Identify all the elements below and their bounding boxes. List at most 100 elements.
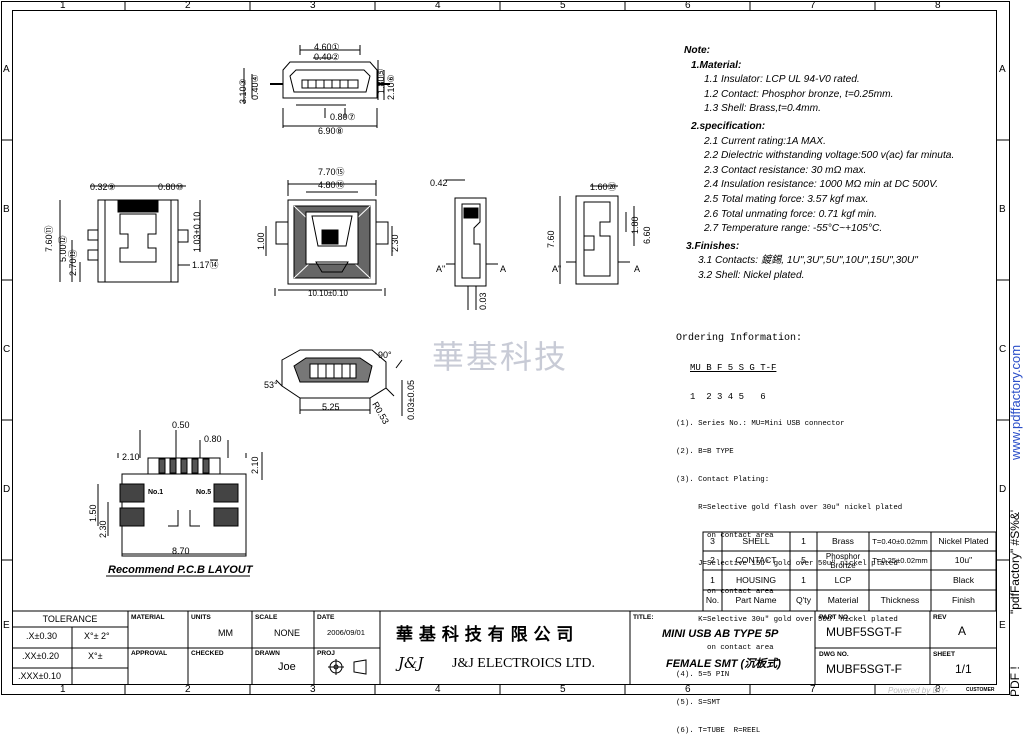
- finish-title: 3.Finishes:: [686, 240, 740, 252]
- dwg-no-value: MUBF5SGT-F: [826, 662, 903, 676]
- grid-row-d-right: D: [999, 484, 1007, 495]
- grid-row-c: C: [3, 344, 11, 355]
- bom-header: Material: [827, 595, 859, 605]
- customer-label: CUSTOMER: [966, 687, 995, 693]
- rev-label: REV: [933, 614, 947, 621]
- ordering-line: (2). B=B TYPE: [676, 448, 734, 457]
- pcb-layout-label: Recommend P.C.B LAYOUT: [108, 564, 253, 576]
- drawing-title-1: MINI USB AB TYPE 5P: [662, 628, 779, 640]
- dim-side-4: 5.00⑫: [58, 235, 68, 262]
- rev-value: A: [958, 624, 967, 638]
- bom-cell: T=0.25±0.02mm: [872, 556, 928, 565]
- pad-label-1: No.1: [148, 489, 163, 496]
- dim-front-7: 0.80⑦: [330, 112, 356, 122]
- ordering-line: on contact area: [676, 531, 774, 540]
- spec-5: 2.5 Total mating force: 3.57 kgf max.: [704, 193, 869, 205]
- dim-pcb-5: 1.50: [88, 504, 98, 522]
- bom-cell: Nickel Plated: [938, 536, 989, 546]
- material-title: 1.Material:: [691, 59, 742, 71]
- projection-symbol-icon: [328, 659, 367, 675]
- grid-col-8-bottom: 8: [935, 684, 941, 695]
- dwg-no-label: DWG NO.: [819, 651, 849, 658]
- grid-col-4-bottom: 4: [435, 684, 441, 695]
- material-label: MATERIAL: [131, 614, 165, 621]
- scale-value: NONE: [274, 628, 301, 638]
- watermark-text: 華基科技: [432, 338, 569, 376]
- dim-pcb-2: 0.80: [204, 434, 222, 444]
- grid-col-5-bottom: 5: [560, 684, 566, 695]
- sheet-value: 1/1: [955, 662, 972, 676]
- dim-iso-4: R0.53: [370, 400, 391, 426]
- bom-cell: 3: [710, 536, 715, 546]
- dim-front-2: 0.40②: [314, 52, 340, 62]
- dim-iso-2: 53°: [264, 380, 278, 390]
- date-value: 2006/09/01: [327, 628, 366, 637]
- dim-top-2: 4.80⑯: [318, 180, 345, 190]
- ordering-title: Ordering Information:: [676, 332, 803, 344]
- ordering-line: R=Selective gold flash over 30u" nickel …: [676, 504, 903, 513]
- dim-pcb-1: 0.50: [172, 420, 190, 430]
- title-label: TITLE:: [633, 614, 654, 621]
- ordering-code: MU B F 5 S G T-F: [690, 363, 777, 374]
- bom-cell: CONTACT: [735, 555, 777, 565]
- section-view-b: [559, 185, 635, 285]
- dim-sect-4: A: [500, 264, 506, 274]
- bom-cell: Brass: [832, 536, 854, 546]
- dimension-labels: 4.60① 0.40② 3.10③ 0.40④ 1.80⑤ 2.10⑥ 0.80…: [44, 42, 652, 556]
- drawn-label: DRAWN: [255, 650, 280, 657]
- ordering-info: Ordering Information: MU B F 5 S G T-F 1…: [676, 313, 902, 746]
- dim-iso-1: 90°: [378, 350, 392, 360]
- dim-sect2-3: 1.80: [630, 216, 640, 234]
- bom-cell: Phosphor Bronze: [825, 551, 861, 570]
- notes-block: Note: 1.Material: 1.1 Insulator: LCP UL …: [684, 44, 954, 284]
- grid-col-3-bottom: 3: [310, 684, 316, 695]
- ordering-line: (4). 5=5 PIN: [676, 671, 730, 680]
- tol-3: .XX±0.20: [22, 651, 59, 661]
- top-view: [265, 180, 393, 296]
- bom-cell: T=0.40±0.02mm: [872, 537, 928, 546]
- spec-3: 2.3 Contact resistance: 30 mΩ max.: [704, 164, 867, 176]
- dim-front-1: 4.60①: [314, 42, 340, 52]
- dim-sect-2: 0.03: [478, 292, 488, 310]
- dim-iso-3: 5.25: [322, 402, 340, 412]
- grid-col-6-bottom: 6: [685, 684, 691, 695]
- dim-side-2: 0.80⑩: [158, 182, 184, 192]
- dim-front-8: 6.90⑧: [318, 126, 344, 136]
- inner-border: [12, 10, 997, 685]
- tolerance-label: TOLERANCE: [42, 613, 98, 624]
- section-view-a: [445, 179, 498, 310]
- bom-cell: Black: [952, 574, 974, 585]
- ordering-line: (5). S=SMT: [676, 699, 721, 708]
- bom-cell: 1: [801, 574, 806, 585]
- bom-cell: [869, 570, 931, 590]
- bom-header: No.: [705, 595, 720, 605]
- grid-col-1-bottom: 1: [60, 684, 66, 695]
- company-name-en: J&J ELECTROICS LTD.: [452, 656, 595, 671]
- grid-row-a: A: [3, 64, 10, 75]
- dim-pcb-6: 2.30: [98, 520, 108, 538]
- part-no-value: MUBF5SGT-F: [826, 625, 903, 639]
- drawn-value: Joe: [278, 661, 296, 673]
- date-label: DATE: [317, 614, 335, 621]
- ordering-line: (3). Contact Plating:: [676, 476, 770, 485]
- dim-side-5: 2.70⑬: [68, 249, 78, 276]
- pad-label-5: No.5: [196, 489, 211, 496]
- isometric-view: [275, 349, 403, 416]
- tol-5: .XXX±0.10: [18, 671, 61, 681]
- dim-side-1: 0.32⑨: [90, 182, 116, 192]
- spec-1: 2.1 Current rating:1A MAX.: [704, 135, 826, 147]
- dim-sect2-4: 6.60: [642, 226, 652, 244]
- dim-top-3: 1.00: [256, 232, 266, 250]
- ordering-line: K=Selective 30u" gold over 50u" nickel p…: [676, 615, 898, 624]
- grid-row-d: D: [3, 484, 11, 495]
- dim-front-3: 3.10③: [238, 78, 248, 104]
- bom-cell: 2: [710, 555, 715, 565]
- bom-cell: LCP: [834, 574, 852, 585]
- tol-2: X°± 2°: [84, 631, 110, 641]
- finish-2: 3.2 Shell: Nickel plated.: [698, 269, 805, 281]
- units-label: UNITS: [191, 614, 211, 621]
- dim-sect-1: 0.42: [430, 178, 448, 188]
- dim-pcb-4: 2.10: [250, 456, 260, 474]
- tol-1: .X±0.30: [26, 631, 57, 641]
- company-logo: J&J: [398, 654, 424, 672]
